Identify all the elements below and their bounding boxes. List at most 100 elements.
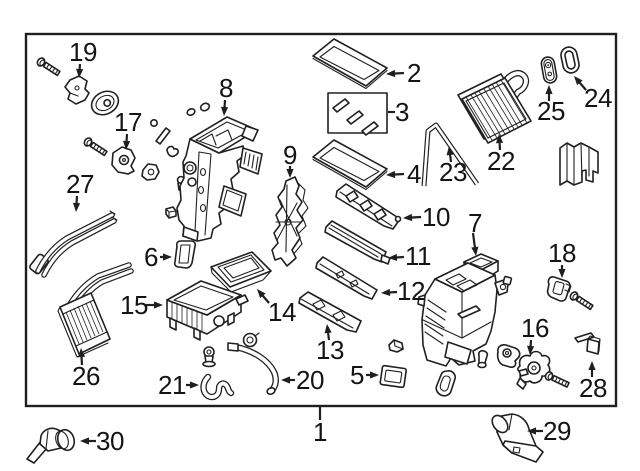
part-number-21: 21 — [158, 370, 186, 400]
callout-9: 9 — [283, 140, 298, 178]
callout-10: 10 — [403, 202, 450, 232]
part-number-26: 26 — [72, 361, 100, 391]
pin-near-16-drawing — [477, 349, 489, 369]
part-number-17: 17 — [114, 107, 142, 137]
callout-arrowhead-16 — [527, 345, 535, 355]
part-number-9: 9 — [283, 140, 297, 170]
part-number-4: 4 — [407, 159, 421, 189]
part-6-drawing — [173, 240, 197, 269]
callout-arrowhead-18 — [558, 269, 566, 278]
callout-18: 18 — [548, 238, 576, 278]
callout-4: 4 — [386, 159, 422, 189]
callout-arrowhead-22 — [495, 134, 504, 144]
part-3-drawing — [327, 92, 388, 136]
callout-22: 22 — [487, 134, 515, 176]
callout-30: 30 — [80, 426, 124, 456]
callout-7: 7 — [468, 208, 483, 256]
callout-arrowhead-5 — [370, 371, 379, 379]
callout-arrowhead-17 — [122, 140, 131, 150]
callout-14: 14 — [257, 289, 296, 327]
part-19-drawing — [36, 57, 120, 116]
callout-16: 16 — [521, 313, 549, 355]
callout-arrowhead-9 — [286, 169, 294, 178]
callout-arrowhead-26 — [77, 348, 86, 358]
part-22-drawing — [457, 70, 532, 144]
part-23-drawing — [421, 122, 480, 187]
clip-drawing — [388, 339, 404, 353]
callout-arrowhead-27 — [72, 202, 81, 212]
callout-arrowhead-20 — [281, 376, 290, 384]
callout-arrowhead-4 — [386, 170, 396, 179]
part-number-5: 5 — [350, 360, 364, 390]
callout-15: 15 — [120, 290, 163, 320]
drain-cap-drawing — [202, 346, 216, 368]
part-number-7: 7 — [468, 208, 482, 238]
callout-arrowhead-23 — [446, 146, 454, 156]
callout-arrowhead-10 — [403, 213, 413, 222]
callout-17: 17 — [114, 107, 142, 150]
callout-arrowhead-29 — [527, 427, 536, 435]
callout-arrowhead-12 — [381, 288, 391, 297]
callout-arrowhead-6 — [163, 253, 172, 261]
callout-arrowhead-28 — [588, 361, 596, 370]
callout-arrowhead-21 — [190, 381, 199, 389]
part-25-drawing — [540, 56, 558, 84]
part-21-drawing — [200, 373, 235, 401]
part-number-28: 28 — [579, 373, 607, 403]
bracket-near-16-drawing — [496, 344, 521, 368]
part-number-1: 1 — [313, 417, 327, 447]
callout-13: 13 — [316, 324, 344, 365]
part-number-2: 2 — [407, 58, 421, 88]
callout-arrowhead-19 — [76, 68, 84, 78]
callout-23: 23 — [439, 146, 467, 187]
part-number-27: 27 — [66, 169, 94, 199]
callout-19: 19 — [69, 37, 97, 78]
part-number-30: 30 — [96, 426, 124, 456]
callout-arrowhead-13 — [324, 324, 332, 334]
callout-27: 27 — [66, 169, 94, 212]
part-number-23: 23 — [439, 157, 467, 187]
part-12-drawing — [315, 256, 378, 300]
part-14-drawing — [210, 251, 272, 293]
part-number-29: 29 — [543, 416, 571, 446]
part-15-drawing — [166, 280, 249, 341]
part-26-drawing — [57, 262, 134, 358]
callout-1: 1 — [313, 407, 328, 447]
part-number-15: 15 — [120, 290, 148, 320]
callout-arrowhead-30 — [80, 437, 89, 445]
part-8-drawing — [176, 116, 263, 242]
part-number-11: 11 — [405, 241, 431, 271]
part-number-25: 25 — [537, 96, 565, 126]
part-number-13: 13 — [316, 335, 344, 365]
part-number-20: 20 — [296, 365, 324, 395]
part-13-drawing — [298, 291, 362, 333]
callout-8: 8 — [219, 73, 234, 116]
part-17-drawing — [83, 119, 179, 181]
callout-arrowhead-8 — [220, 106, 229, 116]
callout-arrowhead-11 — [388, 253, 398, 262]
part-number-18: 18 — [548, 238, 576, 268]
small-parts-cluster — [165, 102, 211, 219]
part-24-drawing — [560, 46, 580, 74]
part-30-drawing — [26, 427, 76, 464]
part-9-drawing — [271, 176, 309, 267]
part-number-16: 16 — [521, 313, 549, 343]
callout-2: 2 — [386, 58, 422, 88]
part-number-19: 19 — [69, 37, 97, 67]
baffle-drawing — [559, 142, 599, 186]
callout-20: 20 — [281, 365, 324, 395]
callout-arrowhead-15 — [154, 301, 163, 309]
part-number-14: 14 — [268, 297, 296, 327]
diagram-border — [24, 32, 618, 408]
part-number-22: 22 — [487, 146, 515, 176]
part-29-drawing — [491, 413, 544, 463]
part-10-drawing — [335, 183, 402, 230]
callout-arrowhead-2 — [386, 69, 396, 78]
part-20-drawing — [227, 342, 279, 395]
callout-21: 21 — [158, 370, 199, 400]
callout-11: 11 — [388, 241, 432, 271]
part-2-drawing — [312, 38, 388, 90]
part-number-10: 10 — [422, 202, 450, 232]
cube-near-16 — [518, 368, 529, 377]
